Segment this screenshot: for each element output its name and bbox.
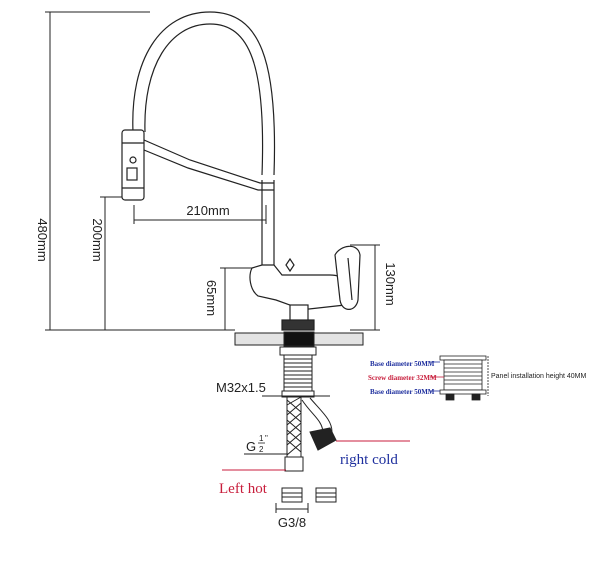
dim-body-height: 65mm	[204, 280, 219, 316]
adapter-left	[281, 487, 303, 503]
dimension-480	[45, 11, 235, 331]
adapter-dimension	[275, 503, 309, 513]
faucet-spout	[121, 11, 276, 268]
dim-adapter-thread: G3/8	[278, 515, 306, 530]
dimension-200	[100, 196, 128, 330]
detail-screw: Screw diameter 32MM	[368, 374, 437, 382]
label-left-hot: Left hot	[219, 481, 268, 497]
label-right-cold: right cold	[340, 452, 398, 468]
detail-base-bottom: Base diameter 50MM	[370, 388, 435, 396]
dim-handle-height: 130mm	[383, 262, 398, 305]
detail-base-top: Base diameter 50MM	[370, 360, 435, 368]
install-detail-leaders	[430, 361, 444, 392]
hose-hot	[284, 396, 304, 472]
hose-thread-num: 1	[259, 434, 264, 443]
hose-thread-suffix: "	[265, 434, 268, 443]
hose-cold	[301, 397, 337, 451]
dim-total-height: 480mm	[35, 218, 50, 261]
dimension-65	[220, 267, 252, 330]
dimension-210	[133, 205, 267, 224]
hose-thread-label: G 1 2 "	[246, 434, 268, 454]
dim-thread: M32x1.5	[216, 380, 266, 395]
threaded-shank	[279, 346, 317, 398]
dim-spout-height: 200mm	[90, 218, 105, 261]
dimension-130	[350, 244, 380, 331]
adapter-right	[315, 487, 337, 503]
countertop	[234, 331, 364, 347]
install-detail	[439, 355, 489, 401]
hose-thread-main: G	[246, 439, 256, 454]
detail-panel-height: Panel installation height 40MM	[491, 373, 587, 380]
faucet-body	[249, 245, 361, 331]
dim-reach: 210mm	[186, 203, 229, 218]
hose-thread-den: 2	[259, 445, 264, 454]
